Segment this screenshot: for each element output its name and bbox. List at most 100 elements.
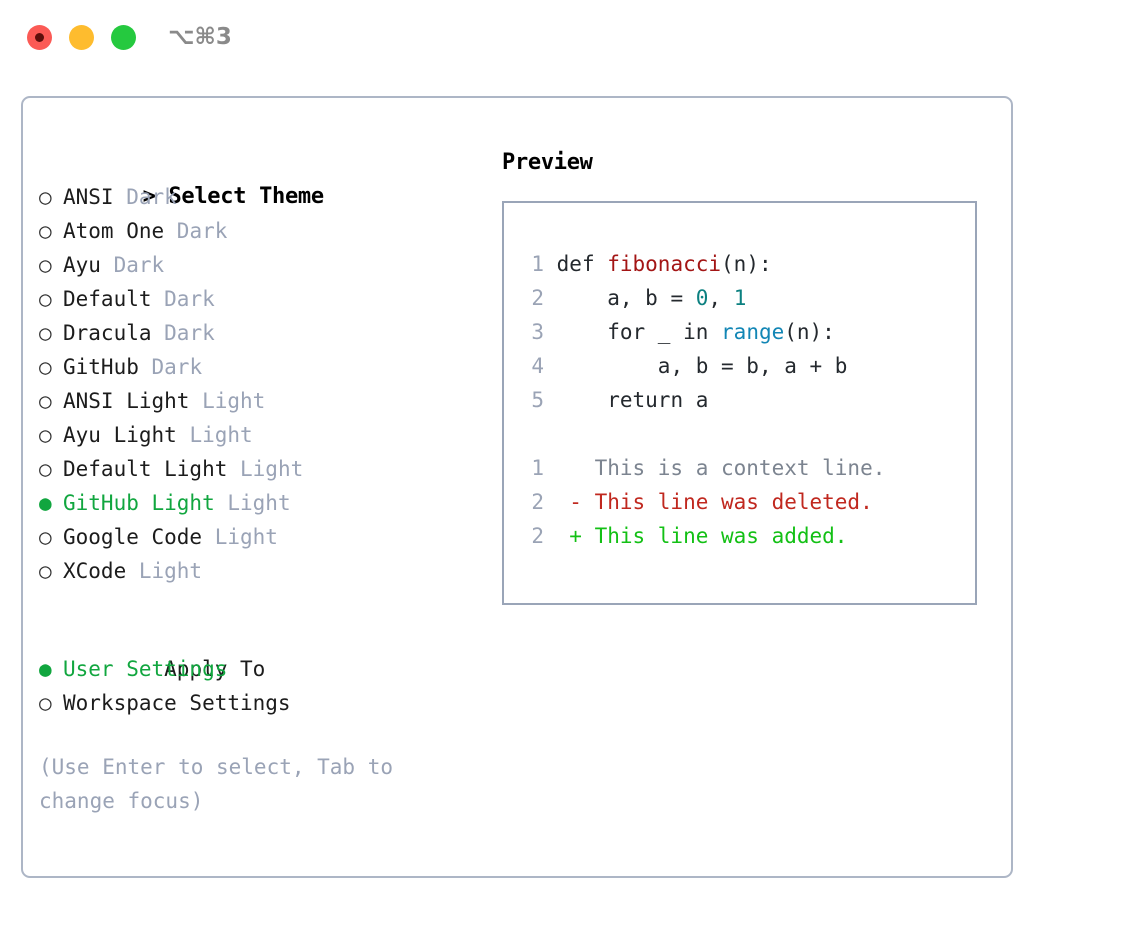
line-number: 1 <box>531 252 544 276</box>
theme-list-item[interactable]: ○ Ayu Dark <box>39 248 479 282</box>
theme-variant-tag: Dark <box>164 321 215 345</box>
theme-name-label: ANSI Light <box>63 389 203 413</box>
line-number: 3 <box>531 320 544 344</box>
theme-list-item[interactable]: ○Default Dark <box>39 282 479 316</box>
radio-unselected-icon: ○ <box>39 559 52 583</box>
line-number: 2 <box>531 286 544 310</box>
code-line: 5 return a <box>520 383 885 417</box>
apply-to-heading-label: Apply To <box>164 657 266 681</box>
theme-list-item[interactable]: ○ Dracula Dark <box>39 316 479 350</box>
theme-name-label: GitHub <box>63 355 152 379</box>
code-token: (n): <box>721 252 772 276</box>
radio-unselected-icon: ○ <box>39 253 52 277</box>
main-panel: > Select Theme ○ANSI Dark○Atom One Dark○… <box>21 96 1013 878</box>
theme-list-item[interactable]: ○ Atom One Dark <box>39 214 479 248</box>
apply-to-item[interactable]: ○Workspace Settings <box>39 686 479 720</box>
radio-unselected-icon: ○ <box>39 287 52 311</box>
apply-to-list: ● User Settings ○Workspace Settings <box>39 652 479 720</box>
theme-name-label: Ayu Light <box>63 423 190 447</box>
code-token: , <box>708 286 734 310</box>
apply-to-label: User Settings <box>63 657 228 681</box>
theme-name-label: Google Code <box>63 525 215 549</box>
theme-list: ○ANSI Dark○Atom One Dark○Ayu Dark○Defaul… <box>39 180 479 588</box>
diff-line-text: - This line was deleted. <box>544 490 873 514</box>
theme-variant-tag: Light <box>214 525 278 549</box>
preview-title: Preview <box>502 150 593 175</box>
theme-list-item[interactable]: ● GitHub Light Light <box>39 486 479 520</box>
line-number: 2 <box>531 490 544 514</box>
theme-list-item[interactable]: ○Default Light Light <box>39 452 479 486</box>
code-token: range <box>721 320 785 344</box>
theme-name-label: Dracula <box>63 321 165 345</box>
theme-variant-tag: Light <box>227 491 291 515</box>
code-token: a, b = <box>556 286 696 310</box>
diff-line-text: + This line was added. <box>544 524 848 548</box>
theme-variant-tag: Dark <box>113 253 165 277</box>
theme-list-item[interactable]: ○ XCode Light <box>39 554 479 588</box>
code-line: 1 def fibonacci(n): <box>520 247 885 281</box>
code-line: 4 a, b = b, a + b <box>520 349 885 383</box>
close-button[interactable] <box>27 25 52 50</box>
title-bar: ⌥⌘3 <box>0 0 1140 78</box>
line-number: 1 <box>531 456 544 480</box>
diff-line: 1 This is a context line. <box>520 451 885 485</box>
radio-unselected-icon: ○ <box>39 423 52 447</box>
radio-unselected-icon: ○ <box>39 525 52 549</box>
zoom-button[interactable] <box>111 25 136 50</box>
apply-to-item[interactable]: ● User Settings <box>39 652 479 686</box>
preview-column: Preview 1 def fibonacci(n):2 a, b = 0, 1… <box>502 146 1002 605</box>
code-token: fibonacci <box>607 252 722 276</box>
code-token: for _ in <box>556 320 722 344</box>
radio-unselected-icon: ○ <box>39 321 52 345</box>
radio-unselected-icon: ○ <box>39 355 52 379</box>
diff-line: 2 - This line was deleted. <box>520 485 885 519</box>
radio-selected-icon: ● <box>39 491 52 515</box>
keyboard-shortcut-label: ⌥⌘3 <box>168 24 232 50</box>
prompt-arrow-icon: > <box>142 184 156 209</box>
line-number: 5 <box>531 388 544 412</box>
line-number: 2 <box>531 524 544 548</box>
theme-variant-tag: Dark <box>176 219 228 243</box>
radio-unselected-icon: ○ <box>39 457 52 481</box>
theme-name-label: XCode <box>63 559 139 583</box>
theme-name-label: Ayu <box>63 253 114 277</box>
radio-unselected-icon: ○ <box>39 389 52 413</box>
theme-list-item[interactable]: ○ ANSI Light Light <box>39 384 479 418</box>
code-spacer <box>520 417 885 451</box>
theme-variant-tag: Light <box>138 559 203 583</box>
select-theme-heading-label: Select Theme <box>168 184 324 209</box>
code-token: a, b = b, a + b <box>556 354 848 378</box>
theme-list-item[interactable]: ○ GitHub Dark <box>39 350 479 384</box>
radio-unselected-icon: ○ <box>39 219 52 243</box>
theme-list-item[interactable]: ○ANSI Dark <box>39 180 479 214</box>
theme-variant-tag: Dark <box>126 185 177 209</box>
code-token: 1 <box>733 286 747 310</box>
code-token: def <box>556 252 608 276</box>
radio-unselected-icon: ○ <box>39 691 52 715</box>
theme-variant-tag: Light <box>202 389 266 413</box>
code-token: 0 <box>695 286 709 310</box>
code-token: (n): <box>784 320 835 344</box>
theme-list-item[interactable]: ○ Google Code Light <box>39 520 479 554</box>
window-controls <box>27 25 136 50</box>
code-token: return a <box>556 388 709 412</box>
minimize-button[interactable] <box>69 25 94 50</box>
theme-variant-tag: Dark <box>151 355 203 379</box>
radio-unselected-icon: ○ <box>39 185 52 209</box>
theme-name-label: Atom One <box>63 219 177 243</box>
theme-selector-column: > Select Theme ○ANSI Dark○Atom One Dark○… <box>39 146 479 818</box>
diff-line: 2 + This line was added. <box>520 519 885 553</box>
keyboard-hint-text: (Use Enter to select, Tab to change focu… <box>39 755 406 813</box>
theme-variant-tag: Dark <box>164 287 215 311</box>
code-line: 3 for _ in range(n): <box>520 315 885 349</box>
select-theme-heading: > Select Theme <box>39 146 479 209</box>
theme-list-item[interactable]: ○Ayu Light Light <box>39 418 479 452</box>
diff-line-text: This is a context line. <box>544 456 886 480</box>
theme-name-label: GitHub Light <box>63 491 228 515</box>
radio-selected-icon: ● <box>39 657 52 681</box>
line-number: 4 <box>531 354 544 378</box>
theme-name-label: Default Light <box>63 457 241 481</box>
